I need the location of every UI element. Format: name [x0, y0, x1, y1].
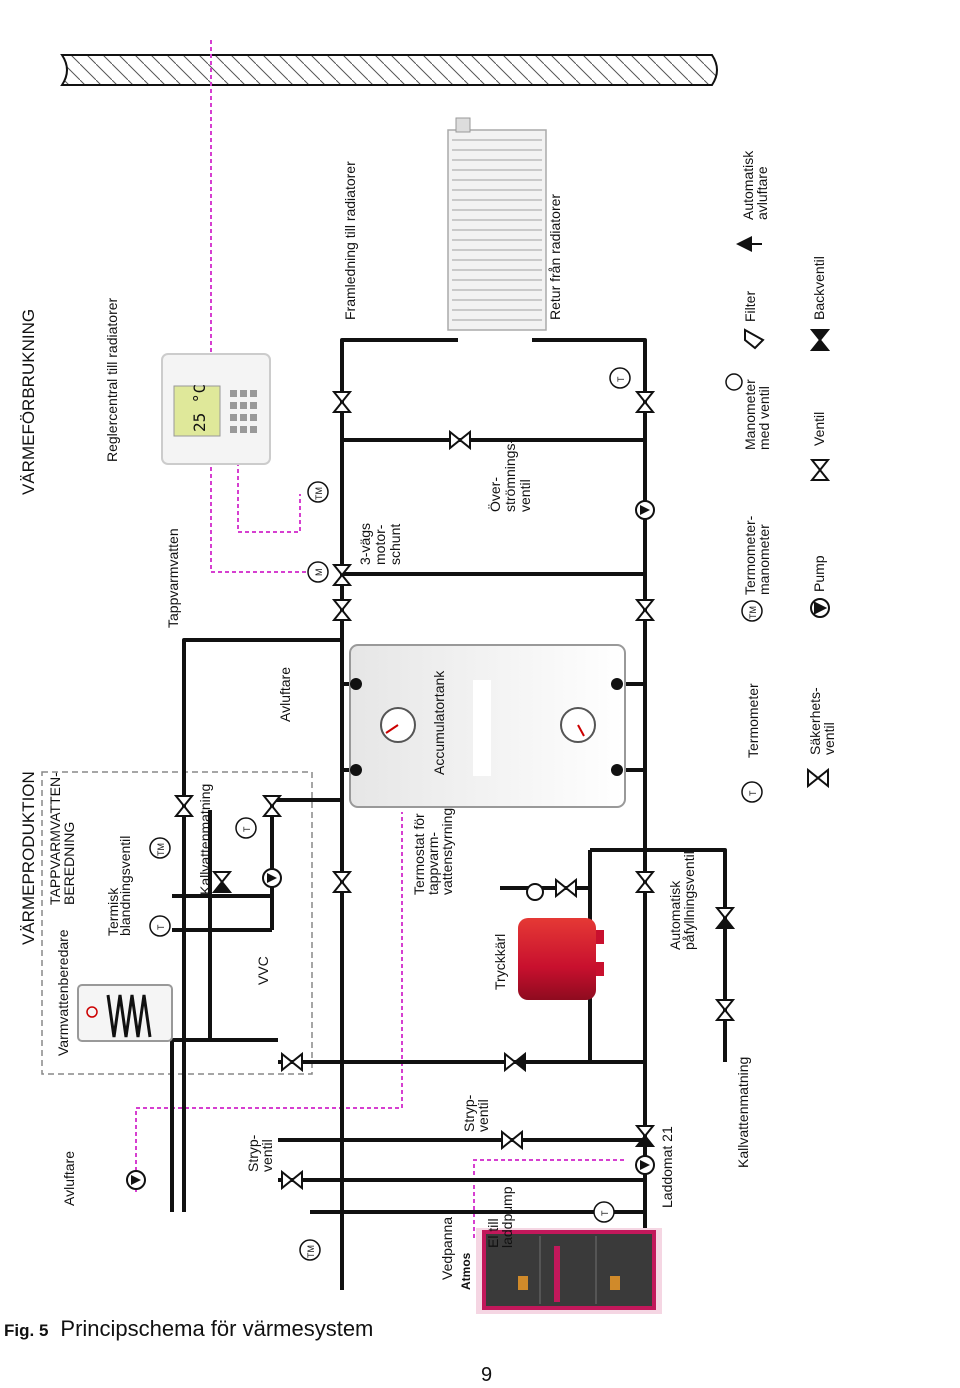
- label-stryp-1b: ventil: [259, 1139, 275, 1172]
- label-retur: Retur från radiatorer: [547, 194, 563, 320]
- marker-t-3: T: [156, 924, 166, 930]
- label-stryp-2a: Stryp-: [461, 1094, 477, 1132]
- marker-t-legend: T: [748, 790, 758, 796]
- legend-sakerhet-1: Säkerhets-: [807, 687, 823, 755]
- legend-manometer-1: Manometer: [742, 379, 758, 450]
- display-temperature: 25 °C: [190, 384, 209, 432]
- label-kallvattenmatning-top: Kallvattenmatning: [197, 784, 213, 895]
- figure-title: Principschema för värmesystem: [60, 1316, 374, 1341]
- marker-tm-2: TM: [156, 843, 166, 856]
- marker-t-4: T: [600, 1210, 610, 1216]
- legend-termometer-manometer-2: manometer: [756, 524, 772, 595]
- pumps: [126, 500, 655, 1190]
- label-varmeforbrukning: VÄRMEFÖRBRUKNING: [19, 309, 38, 495]
- ceiling-hatch: [60, 54, 718, 86]
- label-avluftare-top: Avluftare: [277, 667, 293, 722]
- label-shunt-3: schunt: [387, 524, 403, 565]
- label-shunt-1: 3-vägs: [357, 523, 373, 565]
- label-termisk-2: blandningsventil: [117, 836, 133, 936]
- vedpanna-unit: [476, 1228, 662, 1314]
- legend-ventil: Ventil: [811, 412, 827, 446]
- gauge-markers: [149, 367, 763, 1261]
- page-number: 9: [481, 1364, 493, 1386]
- radiator: [447, 117, 547, 331]
- label-el-laddpump-1: El till: [485, 1218, 501, 1248]
- label-overstromning-1: Över-: [486, 477, 503, 512]
- label-framledning: Framledning till radiatorer: [342, 161, 358, 320]
- varmvattenberedare-unit: [77, 984, 173, 1042]
- label-termisk-1: Termisk: [105, 887, 121, 936]
- label-varmvattenberedare: Varmvattenberedare: [55, 929, 71, 1056]
- legend-sakerhet-2: ventil: [821, 722, 837, 755]
- legend-symbols: [736, 236, 831, 789]
- tappvarmvatten-frame: [41, 771, 313, 1075]
- label-reglercentral: Reglercentral till radiatorer: [104, 297, 120, 462]
- label-termostat-2: tappvarm-: [425, 832, 441, 895]
- valves: [173, 391, 736, 1191]
- label-varmeproduktion: VÄRMEPRODUKTION: [19, 771, 38, 945]
- figure-number: Fig. 5: [4, 1321, 49, 1340]
- marker-tm-3: TM: [306, 1245, 316, 1258]
- label-avluftare-left: Avluftare: [61, 1151, 77, 1206]
- label-termostat-3: vattenstyrning: [439, 808, 455, 895]
- legend-manometer-2: med ventil: [756, 386, 772, 450]
- label-tryckkarl: Tryckkärl: [492, 934, 508, 990]
- brand-atmos: Atmos: [459, 1252, 473, 1290]
- marker-m: M: [314, 569, 324, 577]
- label-el-laddpump-2: laddpump: [499, 1186, 515, 1248]
- legend-backventil: Backventil: [811, 256, 827, 320]
- marker-tm-1: TM: [314, 487, 324, 500]
- legend-pump: Pump: [811, 555, 827, 592]
- label-automatisk-pafyllning-2: påfyllningsventil: [681, 851, 697, 950]
- label-laddomat: Laddomat 21: [659, 1126, 675, 1208]
- marker-t-1: T: [616, 376, 626, 382]
- label-automatisk-pafyllning-1: Automatisk: [667, 880, 683, 950]
- legend-termometer: Termometer: [745, 683, 761, 758]
- legend-filter: Filter: [742, 291, 758, 322]
- label-shunt-2: motor-: [372, 524, 388, 565]
- label-vedpanna: Vedpanna: [439, 1217, 455, 1280]
- label-stryp-1a: Stryp-: [245, 1134, 261, 1172]
- reglercentral-unit: [161, 353, 271, 465]
- check-valves: [211, 871, 736, 1147]
- legend-automatisk-avluftare-1: Automatisk: [740, 150, 756, 220]
- legend-termometer-manometer-1: Termometer-: [742, 515, 758, 595]
- marker-tm-legend: TM: [748, 606, 758, 619]
- label-tappvarmvatten-beredning-2: BEREDNING: [61, 822, 77, 905]
- label-accumulatortank: Accumulatortank: [431, 670, 447, 775]
- legend-automatisk-avluftare-2: avluftare: [754, 166, 770, 220]
- label-tappvarmvatten-beredning-1: TAPPVARMVATTEN-: [47, 772, 63, 905]
- label-tappvarmvatten: Tappvarmvatten: [165, 528, 181, 628]
- figure-caption: Fig. 5 Principschema för värmesystem: [4, 1316, 373, 1342]
- label-vvc: VVC: [255, 956, 271, 985]
- accumulator-tank: [349, 644, 626, 808]
- label-stryp-2b: ventil: [475, 1099, 491, 1132]
- label-overstromning-2: strömnings-: [502, 439, 518, 512]
- marker-t-2: T: [242, 826, 252, 832]
- label-overstromning-3: ventil: [517, 479, 533, 512]
- label-kallvattenmatning-bottom: Kallvattenmatning: [735, 1057, 751, 1168]
- label-termostat-1: Termostat för: [411, 813, 427, 895]
- signal-lines: [135, 40, 624, 1238]
- tryckkarl-unit: [518, 883, 604, 1000]
